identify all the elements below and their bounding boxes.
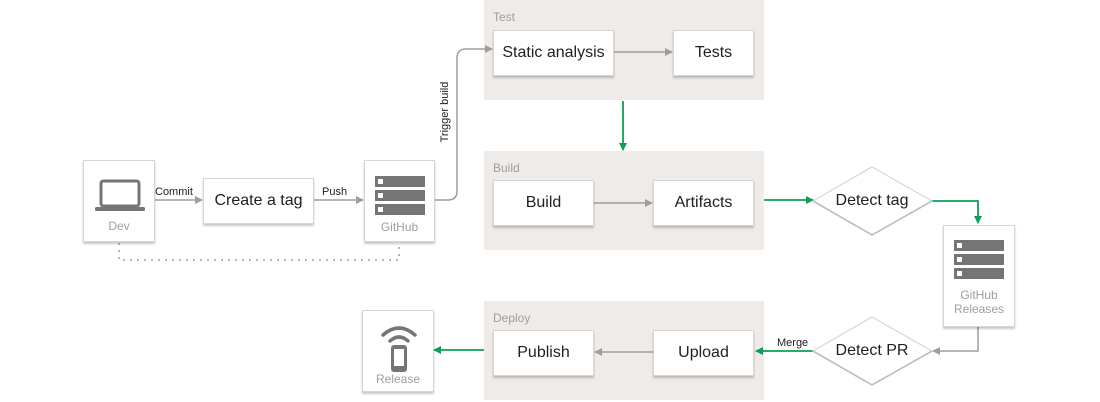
- dotted-link: [118, 243, 400, 261]
- detect-tag-to-releases-arrow: [932, 200, 982, 224]
- release-node: Release: [362, 310, 434, 392]
- detect-pr-label: Detect PR: [835, 342, 909, 359]
- artifacts-node: Artifacts: [653, 180, 754, 226]
- tests-node: Tests: [673, 30, 754, 76]
- releases-to-detect-pr-arrow: [932, 327, 979, 355]
- trigger-build-label: Trigger build: [439, 81, 451, 143]
- phone-wifi-icon: [381, 326, 417, 372]
- dev-node: Dev: [83, 160, 155, 242]
- server-icon: [954, 240, 1004, 279]
- deploy-group-label: Deploy: [493, 311, 531, 325]
- github-releases-label-line2: Releases: [953, 302, 1005, 316]
- github-releases-label-line1: GitHub: [960, 288, 998, 302]
- github-node: GitHub: [364, 160, 435, 242]
- release-label: Release: [375, 372, 421, 386]
- build-group-label: Build: [493, 161, 520, 175]
- commit-label: Commit: [155, 186, 193, 198]
- github-label: GitHub: [380, 220, 419, 234]
- build-node: Build: [493, 180, 594, 226]
- static-analysis-node: Static analysis: [493, 30, 614, 76]
- merge-label: Merge: [777, 337, 809, 349]
- server-icon: [375, 176, 425, 215]
- github-releases-node: GitHub Releases: [943, 225, 1015, 327]
- push-label: Push: [322, 186, 348, 198]
- upload-node: Upload: [653, 330, 754, 376]
- publish-node: Publish: [493, 330, 594, 376]
- create-tag-node: Create a tag: [203, 178, 314, 224]
- trigger-build-arrow: [435, 45, 493, 201]
- dev-label: Dev: [108, 219, 130, 233]
- test-group-label: Test: [493, 10, 516, 24]
- detect-tag-label: Detect tag: [835, 192, 909, 209]
- laptop-icon: [95, 179, 145, 211]
